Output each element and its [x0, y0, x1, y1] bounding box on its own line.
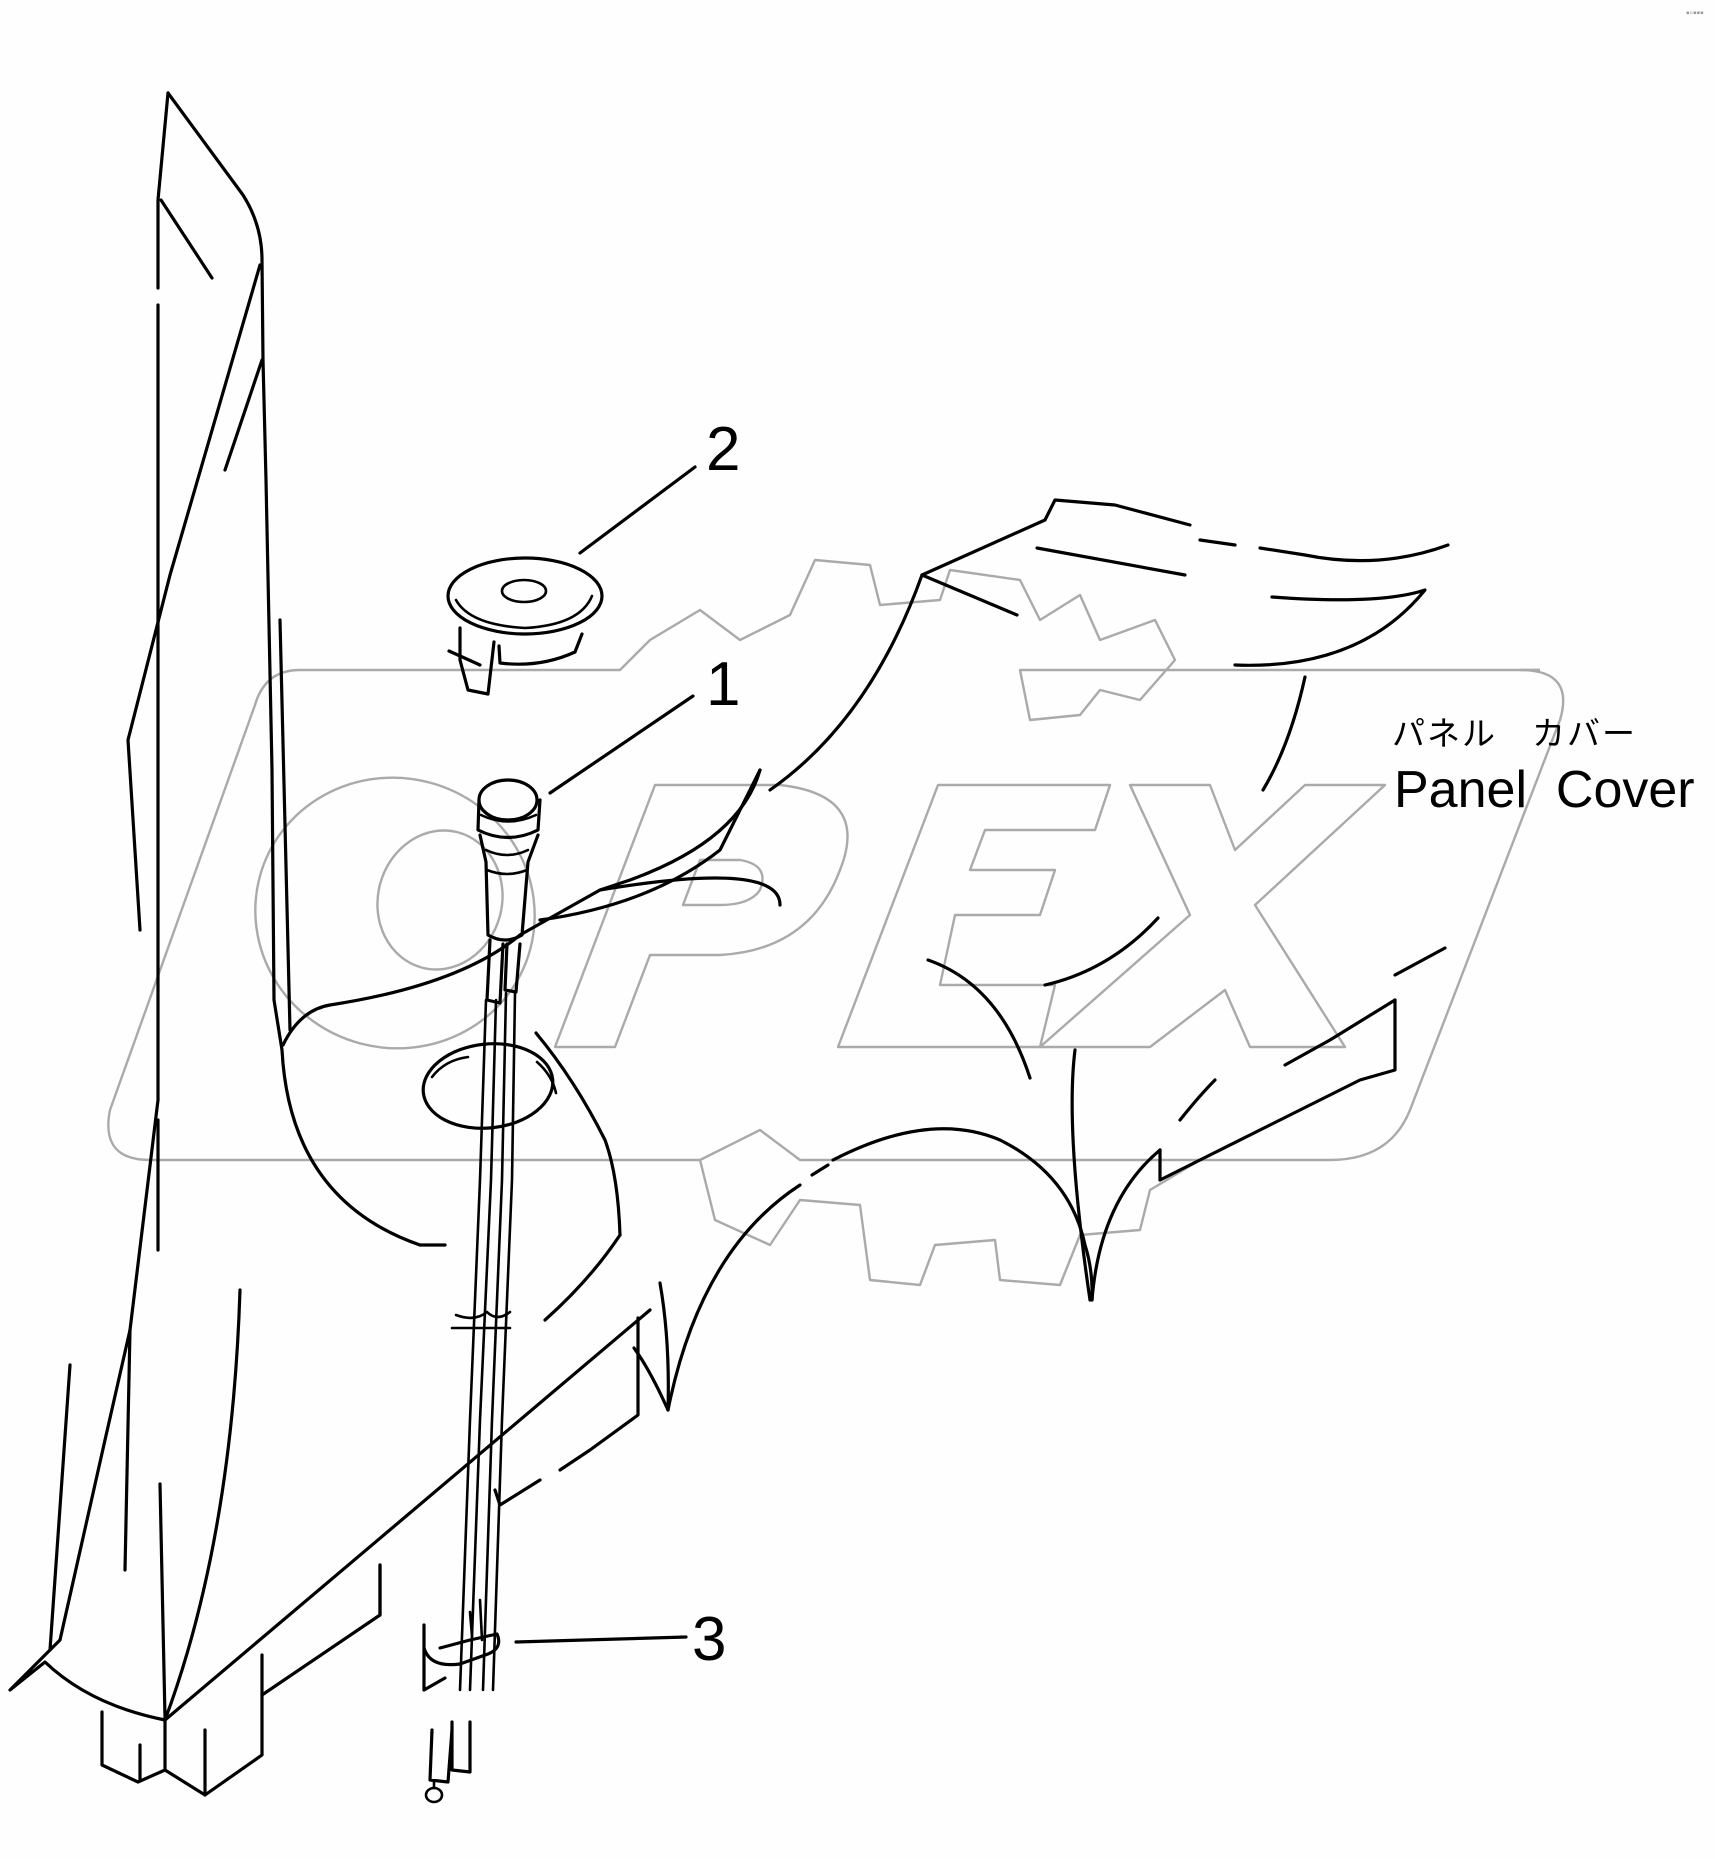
callout-1: 1	[706, 650, 740, 719]
corner-scan-mark: ▪▫▪▪▪	[1686, 8, 1704, 19]
panel-cover-label-japanese: パネル カバー	[1392, 714, 1637, 753]
panel-cover	[280, 498, 1450, 1412]
part-2-grommet	[446, 556, 604, 696]
callout-3: 3	[692, 1605, 726, 1674]
panel-cover-label-english: Panel Cover	[1394, 761, 1695, 819]
cab-pillar	[8, 91, 652, 1797]
part-3-clamp	[422, 1598, 501, 1692]
part-1-sensor	[424, 778, 542, 1804]
leader-lines	[514, 465, 697, 1644]
callout-2: 2	[706, 415, 740, 484]
opex-watermark	[107, 558, 1565, 1287]
callout-numbers: 1 2 3	[692, 415, 740, 1674]
